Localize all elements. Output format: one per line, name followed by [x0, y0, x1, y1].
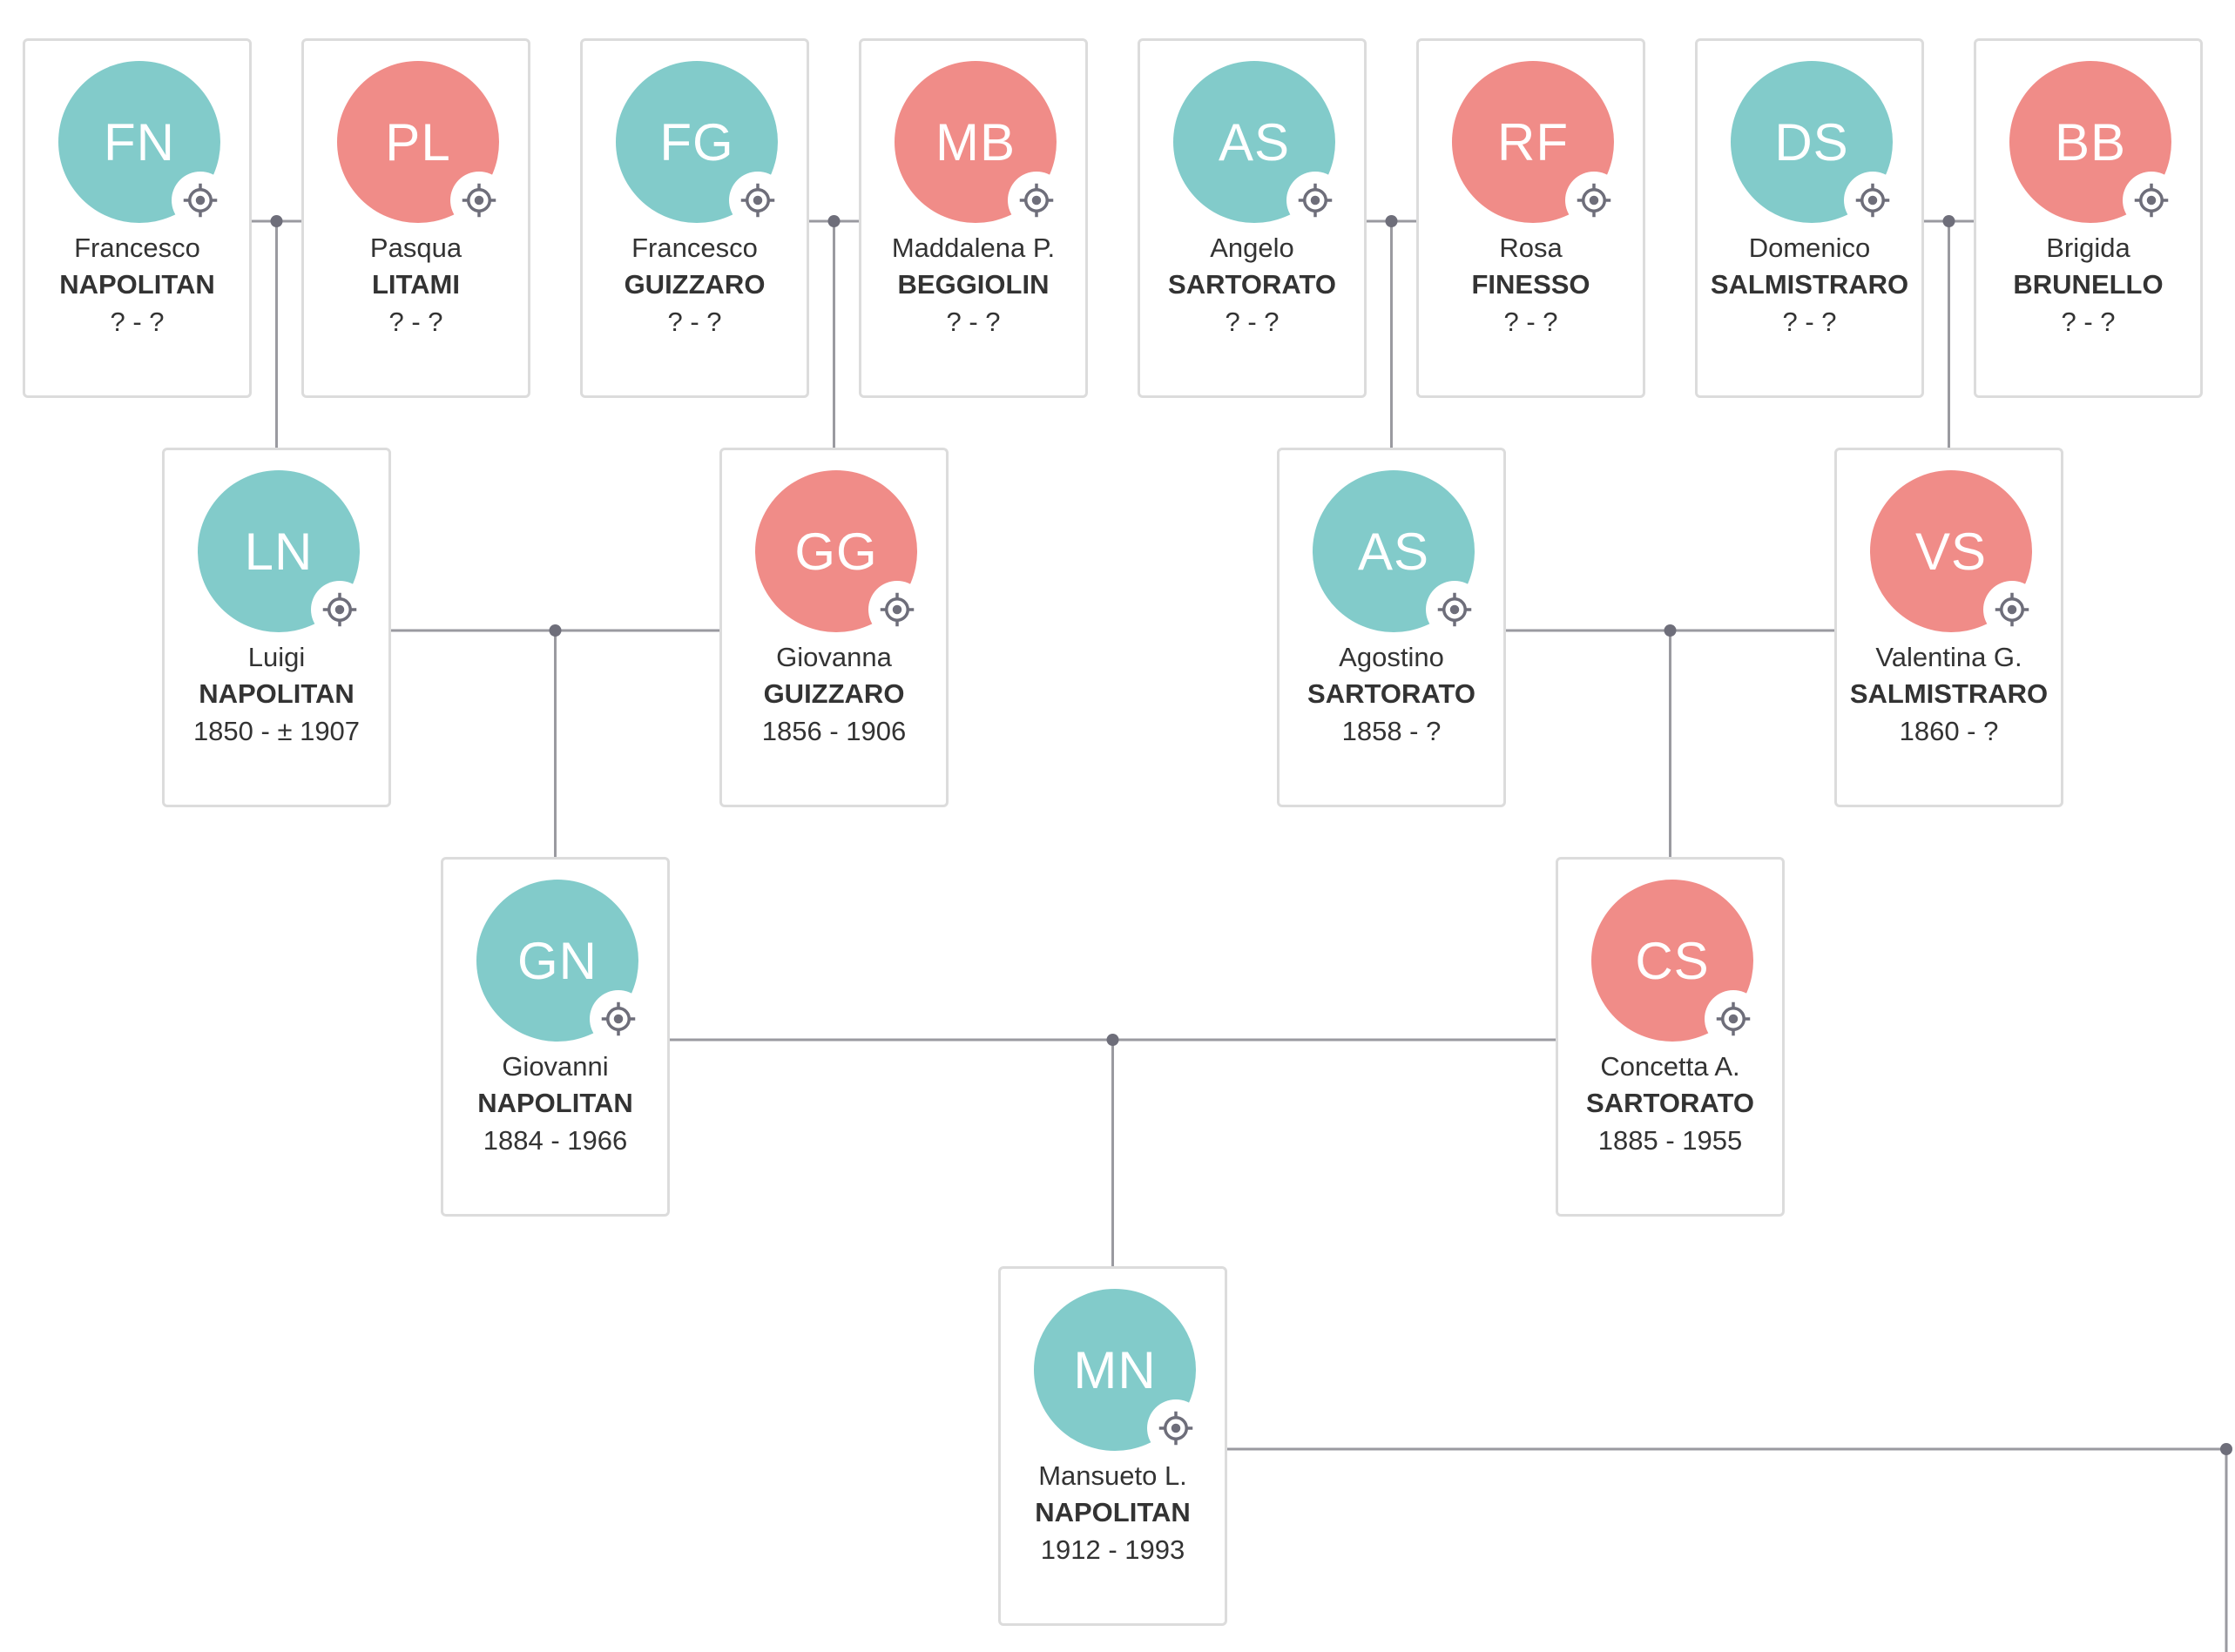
life-dates: ? - ? — [388, 307, 443, 337]
surname: SALMISTRARO — [1710, 269, 1909, 300]
person-card-mansueto-napolitan[interactable]: MN Mansueto L. NAPOLITAN 1912 - 1993 — [998, 1266, 1227, 1626]
crosshair-target-icon[interactable] — [450, 172, 508, 229]
given-name: Valentina G. — [1875, 642, 2022, 672]
surname: SARTORATO — [1307, 678, 1475, 709]
person-card-angelo-sartorato[interactable]: AS Angelo SARTORATO ? - ? — [1138, 38, 1367, 398]
life-dates: 1912 - 1993 — [1040, 1534, 1185, 1565]
union-dot — [1106, 1034, 1119, 1046]
given-name: Maddalena P. — [891, 233, 1056, 263]
avatar: AS — [1173, 61, 1335, 223]
given-name: Francesco — [74, 233, 200, 263]
avatar: AS — [1313, 470, 1475, 632]
crosshair-target-icon[interactable] — [311, 581, 368, 638]
life-dates: 1860 - ? — [1899, 716, 1999, 746]
life-dates: ? - ? — [1225, 307, 1280, 337]
life-dates: 1850 - ± 1907 — [192, 716, 361, 746]
union-dot — [270, 215, 283, 227]
crosshair-target-icon[interactable] — [1426, 581, 1483, 638]
surname: NAPOLITAN — [199, 678, 354, 709]
crosshair-target-icon[interactable] — [729, 172, 787, 229]
surname: NAPOLITAN — [59, 269, 215, 300]
surname: GUIZZARO — [624, 269, 766, 300]
crosshair-target-icon[interactable] — [1008, 172, 1065, 229]
given-name: Domenico — [1748, 233, 1871, 263]
person-card-giovanna-guizzaro[interactable]: GG Giovanna GUIZZARO 1856 - 1906 — [719, 448, 949, 807]
person-card-rosa-finesso[interactable]: RF Rosa FINESSO ? - ? — [1416, 38, 1645, 398]
surname: BRUNELLO — [2013, 269, 2164, 300]
life-dates: ? - ? — [1503, 307, 1558, 337]
given-name: Rosa — [1499, 233, 1563, 263]
crosshair-target-icon[interactable] — [1983, 581, 2041, 638]
crosshair-target-icon[interactable] — [2123, 172, 2180, 229]
surname: SALMISTRARO — [1849, 678, 2049, 709]
given-name: Giovanna — [776, 642, 892, 672]
life-dates: 1884 - 1966 — [483, 1125, 628, 1156]
crosshair-target-icon[interactable] — [868, 581, 926, 638]
person-card-francesco-guizzaro[interactable]: FG Francesco GUIZZARO ? - ? — [580, 38, 809, 398]
person-card-maddalena-beggiolin[interactable]: MB Maddalena P. BEGGIOLIN ? - ? — [859, 38, 1088, 398]
given-name: Francesco — [631, 233, 758, 263]
given-name: Concetta A. — [1600, 1051, 1740, 1082]
surname: GUIZZARO — [763, 678, 905, 709]
union-dot — [2220, 1443, 2232, 1455]
person-card-giovanni-napolitan[interactable]: GN Giovanni NAPOLITAN 1884 - 1966 — [441, 857, 670, 1217]
crosshair-target-icon[interactable] — [1844, 172, 1901, 229]
life-dates: ? - ? — [2061, 307, 2116, 337]
given-name: Angelo — [1210, 233, 1294, 263]
surname: NAPOLITAN — [1035, 1497, 1191, 1527]
given-name: Pasqua — [369, 233, 463, 263]
person-card-concetta-sartorato[interactable]: CS Concetta A. SARTORATO 1885 - 1955 — [1556, 857, 1785, 1217]
surname: NAPOLITAN — [477, 1088, 633, 1118]
life-dates: 1858 - ? — [1341, 716, 1442, 746]
given-name: Giovanni — [502, 1051, 609, 1082]
person-card-luigi-napolitan[interactable]: LN Luigi NAPOLITAN 1850 - ± 1907 — [162, 448, 391, 807]
person-card-pasqua-litami[interactable]: PL Pasqua LITAMI ? - ? — [301, 38, 530, 398]
surname: BEGGIOLIN — [897, 269, 1050, 300]
person-card-agostino-sartorato[interactable]: AS Agostino SARTORATO 1858 - ? — [1277, 448, 1506, 807]
life-dates: ? - ? — [110, 307, 165, 337]
person-card-brigida-brunello[interactable]: BB Brigida BRUNELLO ? - ? — [1974, 38, 2203, 398]
life-dates: 1856 - 1906 — [761, 716, 907, 746]
union-dot — [1385, 215, 1398, 227]
union-dot — [549, 624, 562, 637]
union-dot — [1942, 215, 1955, 227]
crosshair-target-icon[interactable] — [1286, 172, 1344, 229]
life-dates: ? - ? — [946, 307, 1001, 337]
surname: LITAMI — [371, 269, 460, 300]
given-name: Mansueto L. — [1038, 1460, 1187, 1491]
person-card-domenico-salmistraro[interactable]: DS Domenico SALMISTRARO ? - ? — [1695, 38, 1924, 398]
given-name: Luigi — [247, 642, 306, 672]
life-dates: 1885 - 1955 — [1597, 1125, 1743, 1156]
crosshair-target-icon[interactable] — [1147, 1399, 1205, 1457]
given-name: Brigida — [2046, 233, 2130, 263]
crosshair-target-icon[interactable] — [590, 990, 647, 1048]
surname: SARTORATO — [1586, 1088, 1754, 1118]
union-dot — [1664, 624, 1677, 637]
person-card-francesco-napolitan[interactable]: FN Francesco NAPOLITAN ? - ? — [23, 38, 252, 398]
surname: FINESSO — [1471, 269, 1590, 300]
given-name: Agostino — [1339, 642, 1444, 672]
crosshair-target-icon[interactable] — [172, 172, 229, 229]
union-dot — [827, 215, 841, 227]
surname: SARTORATO — [1168, 269, 1336, 300]
crosshair-target-icon[interactable] — [1705, 990, 1762, 1048]
crosshair-target-icon[interactable] — [1565, 172, 1623, 229]
life-dates: ? - ? — [1782, 307, 1837, 337]
person-card-valentina-salmistraro[interactable]: VS Valentina G. SALMISTRARO 1860 - ? — [1834, 448, 2063, 807]
life-dates: ? - ? — [667, 307, 722, 337]
